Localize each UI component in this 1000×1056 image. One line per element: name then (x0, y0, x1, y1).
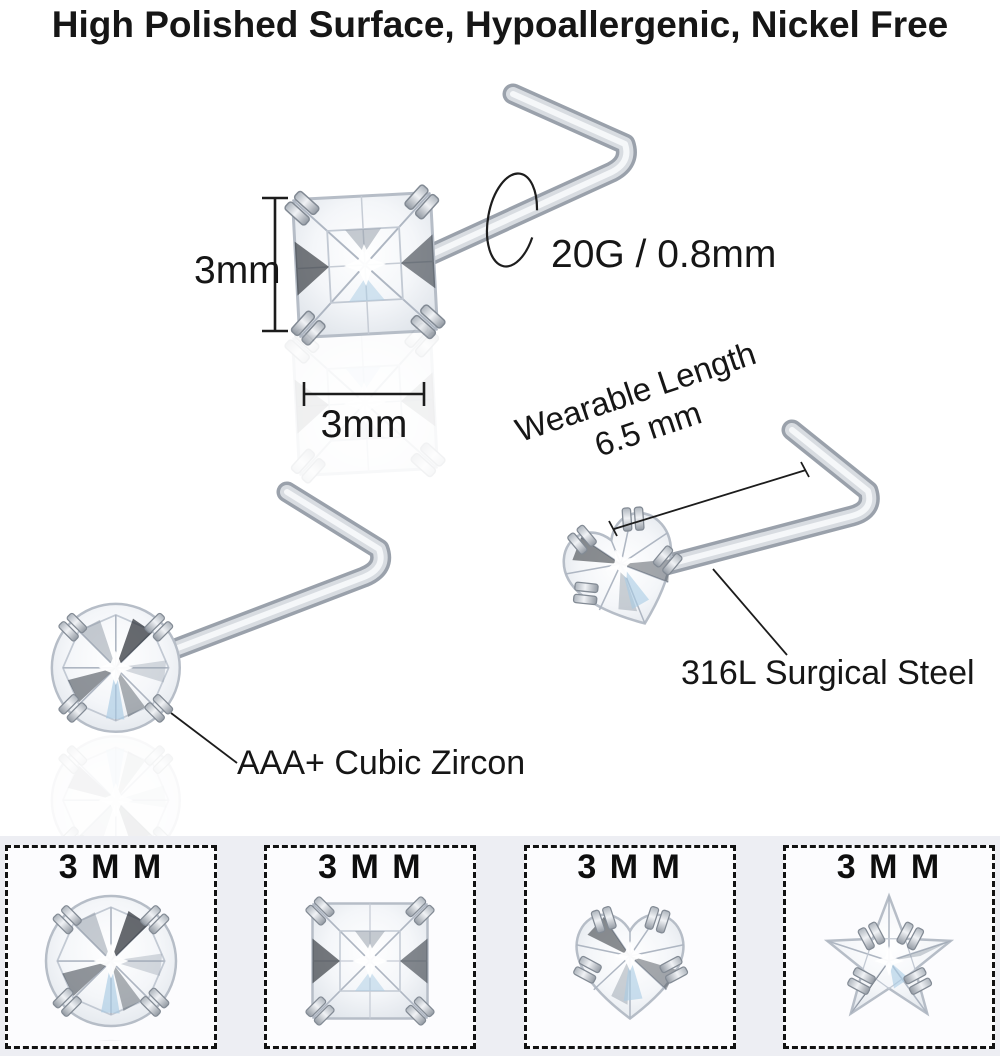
round-gem-reflection (52, 736, 180, 836)
size-label: 3 M M (836, 848, 942, 886)
heart-stud (547, 419, 880, 656)
square-gem (295, 886, 445, 1041)
round-gem (52, 604, 180, 732)
heart-gem (555, 886, 705, 1041)
steel-leader-line (712, 568, 788, 656)
round-stud (52, 481, 392, 836)
steel-label: 316L Surgical Steel (681, 654, 975, 692)
height-measure (262, 196, 288, 333)
l-post (159, 481, 392, 662)
width-measure (302, 382, 426, 406)
zircon-label: AAA+ Cubic Zircon (237, 744, 526, 782)
rotation-ellipse (485, 172, 539, 268)
square-stud (262, 83, 637, 485)
studs-illustration (0, 83, 880, 836)
size-box-star: 3 M M (782, 845, 995, 1049)
gauge-label: 20G / 0.8mm (551, 233, 777, 276)
size-chart-strip: 3 M M 3 M M 3 M M 3 M M (0, 836, 1000, 1056)
size-box-heart: 3 M M (523, 845, 736, 1049)
size-label: 3 M M (318, 848, 423, 886)
star-gem (814, 886, 964, 1041)
round-gem (36, 886, 186, 1041)
width-label: 3mm (320, 403, 408, 446)
size-label: 3 M M (58, 848, 164, 886)
l-post (651, 419, 880, 577)
size-box-round: 3 M M (5, 845, 217, 1049)
zircon-leader-line (170, 712, 238, 764)
size-box-square: 3 M M (264, 845, 477, 1049)
size-label: 3 M M (577, 848, 682, 886)
wearable-measure (608, 461, 810, 537)
height-label: 3mm (194, 249, 281, 292)
page-title: High Polished Surface, Hypoallergenic, N… (51, 4, 949, 45)
l-post (417, 83, 637, 267)
